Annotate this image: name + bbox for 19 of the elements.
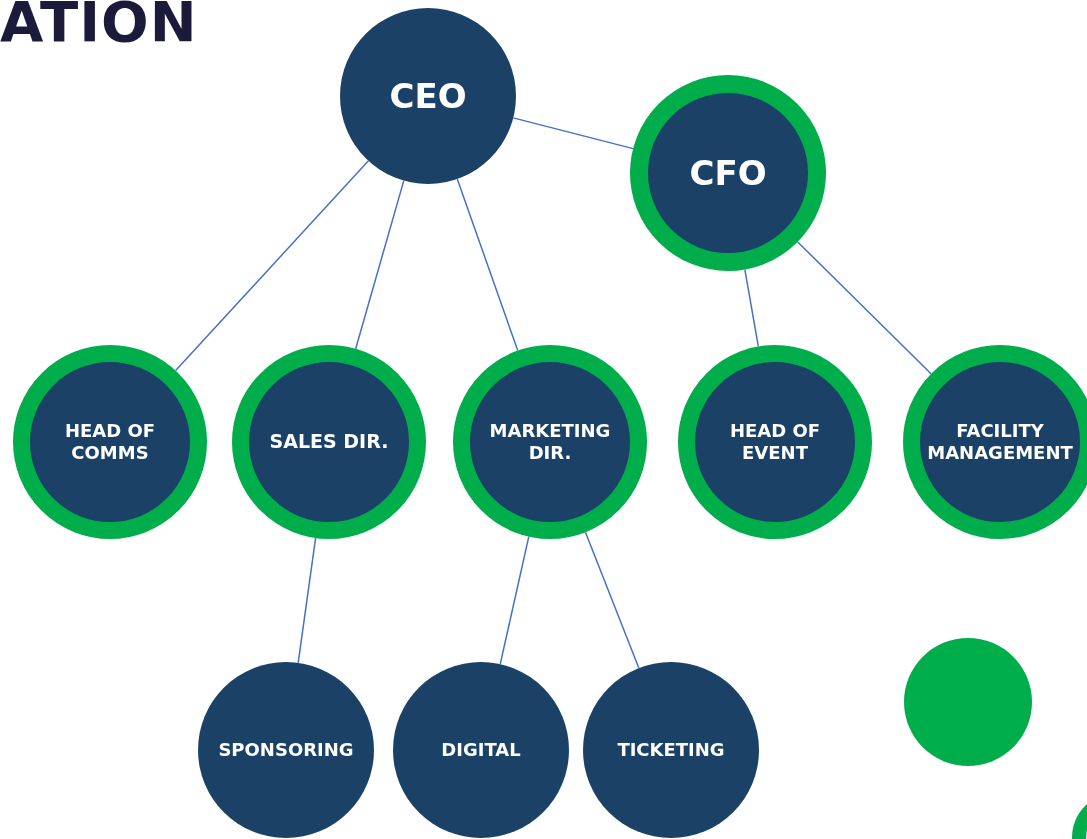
role-label: FACILITY MANAGEMENT (926, 419, 1074, 465)
connector-line (744, 268, 760, 348)
role-label: HEAD OF EVENT (728, 419, 822, 465)
role-label: CEO (388, 74, 468, 118)
connector-line (499, 535, 530, 665)
connector-line (174, 160, 370, 372)
role-label: MARKETING DIR. (488, 419, 612, 465)
role-label: SALES DIR. (268, 430, 390, 454)
connector-line (297, 537, 317, 664)
role-label: SPONSORING (217, 738, 355, 762)
connector-line (456, 178, 519, 352)
role-label: DIGITAL (440, 738, 522, 762)
connector-line (584, 531, 640, 669)
connector-line (354, 179, 405, 350)
role-label: CFO (688, 151, 768, 195)
connector-line (512, 117, 634, 150)
connector-line (796, 241, 932, 375)
role-label: TICKETING (616, 738, 726, 762)
role-label: HEAD OF COMMS (63, 419, 157, 465)
